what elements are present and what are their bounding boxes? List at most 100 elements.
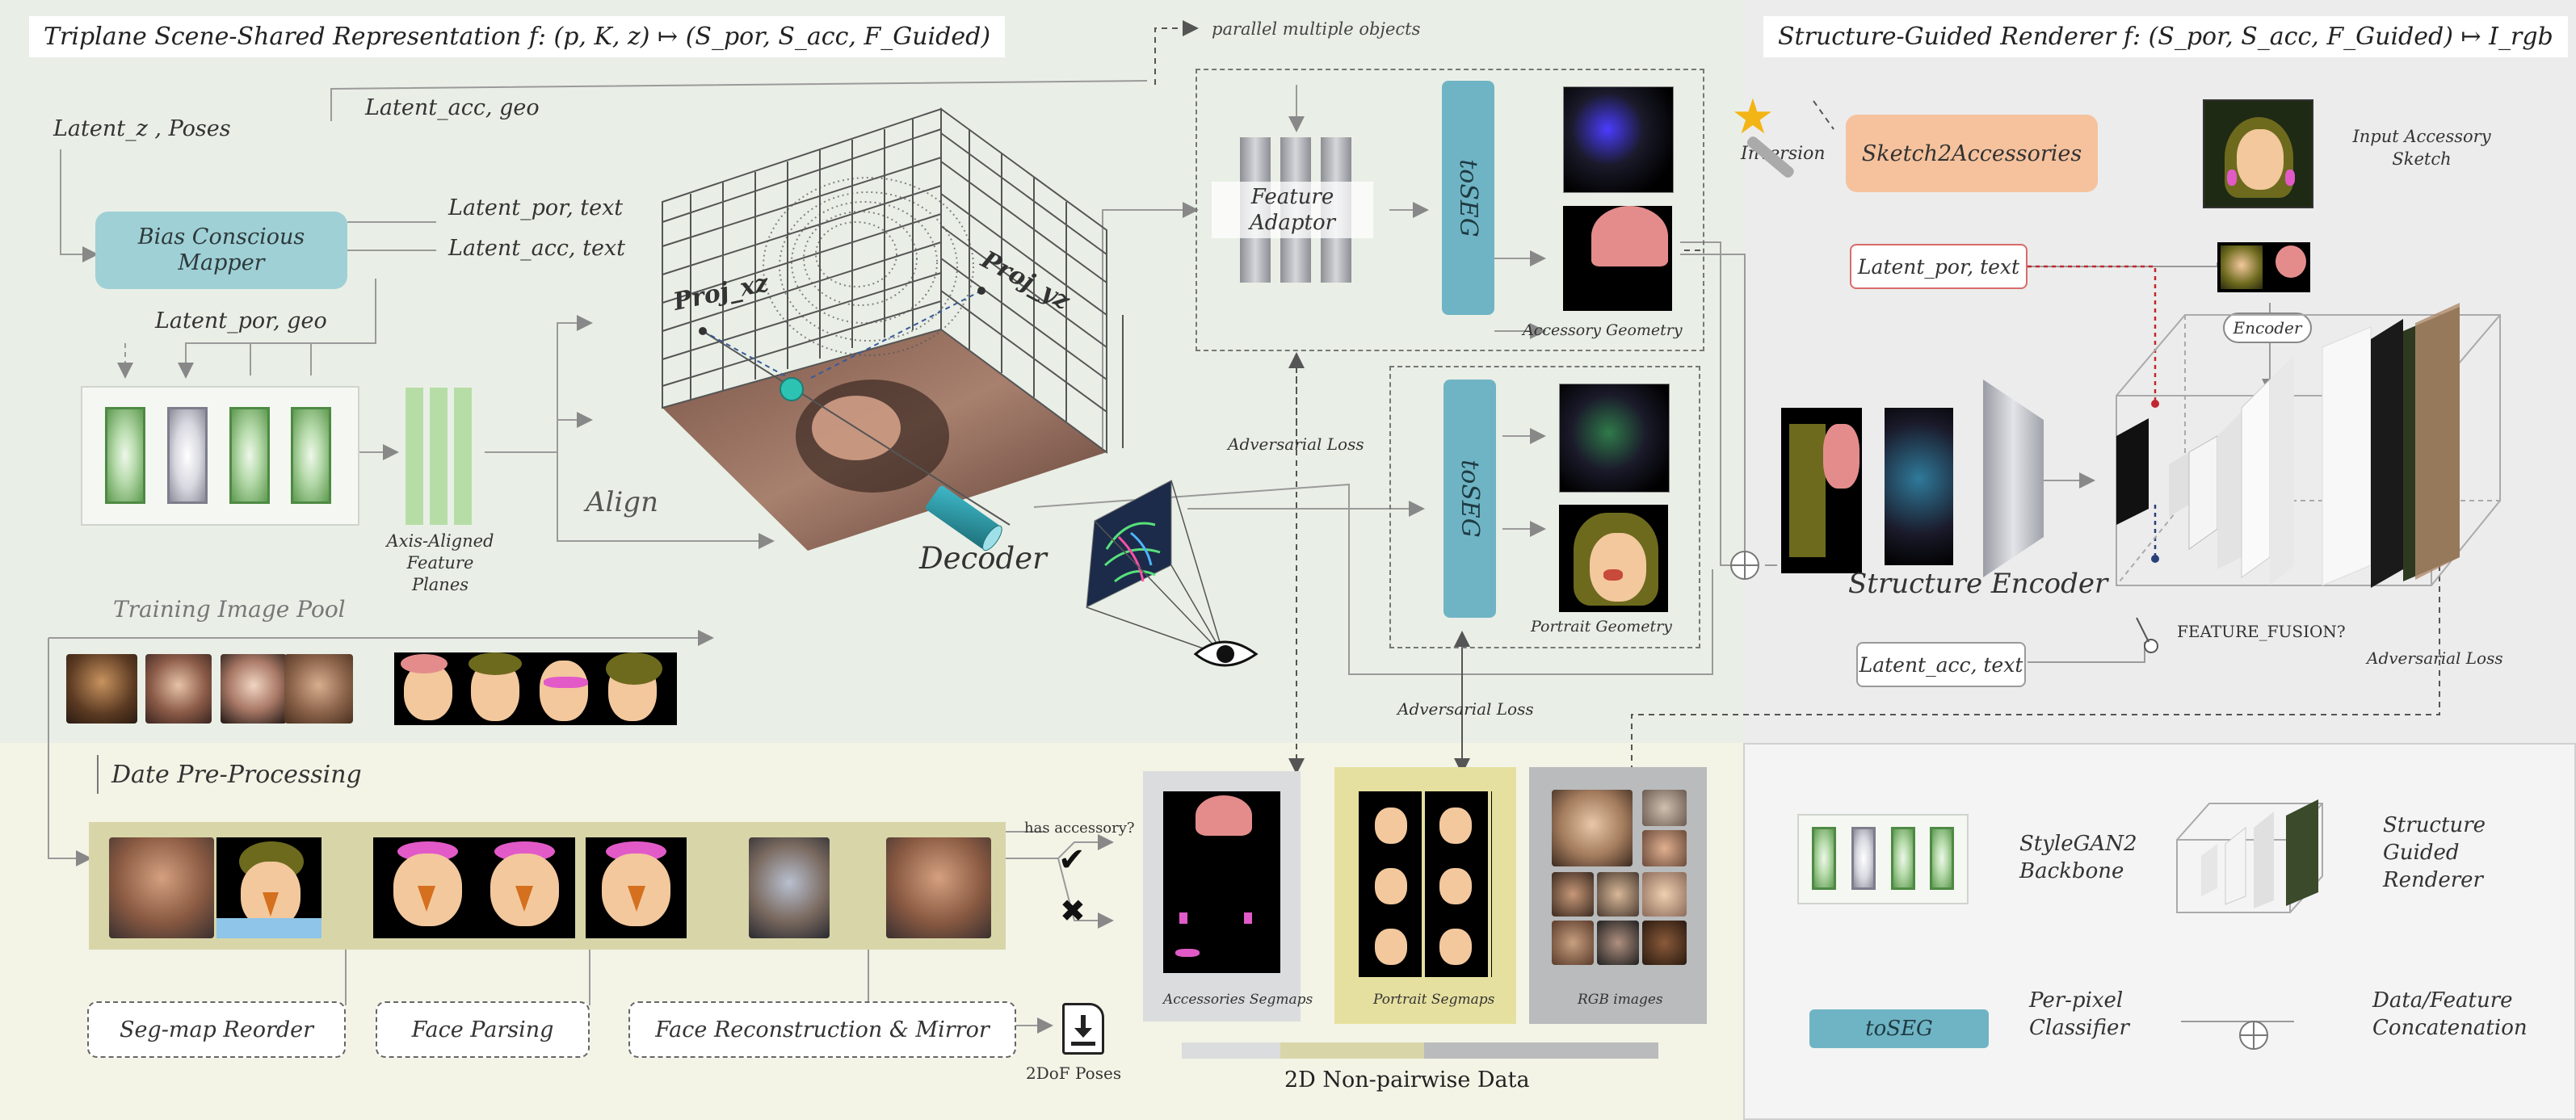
accessory-feature-map — [1563, 86, 1674, 193]
preproc-photo-2 — [749, 837, 830, 938]
adversarial-loss-2: Adversarial Loss — [1397, 699, 1534, 719]
portrait-label: Portrait Segmaps — [1373, 992, 1495, 1008]
toseg-bottom: toSEG — [1443, 380, 1496, 618]
latent-z-poses: Latent_z , Poses — [53, 116, 231, 141]
point-cloud — [763, 177, 974, 356]
legend-toseg-icon: toSEG — [1809, 1009, 1989, 1048]
accessory-seg-map — [1563, 206, 1672, 311]
preproc-seg-3 — [586, 837, 687, 938]
accessory-branch-box — [1196, 69, 1704, 351]
has-accessory-label: has accessory? — [1024, 820, 1135, 837]
plane-1 — [406, 388, 423, 525]
style-tile-2 — [167, 407, 208, 504]
encoder-input-seg-2 — [1885, 408, 1953, 565]
preproc-seg-2 — [373, 837, 575, 938]
download-icon — [1062, 1003, 1104, 1055]
latent-por-text: Latent_por, text — [448, 195, 624, 220]
input-sketch-image — [2203, 99, 2313, 208]
renderer-latent-acc-text: Latent_acc, text — [1859, 652, 2023, 677]
sketch2acc-box[interactable]: Sketch2Accessories — [1846, 115, 2098, 192]
fusion-point-red — [2151, 400, 2159, 408]
cross-icon: ✖ — [1060, 893, 1086, 929]
encoder-input-seg-1 — [1781, 408, 1862, 573]
legend-concat-label: Data/Feature Concatenation — [2372, 988, 2528, 1040]
nonpairwise-label: 2D Non-pairwise Data — [1284, 1068, 1530, 1093]
preproc-photo-3 — [886, 837, 991, 938]
face-recon-label: Face Reconstruction & Mirror — [655, 1017, 990, 1042]
magic-wand-icon: ★ — [1708, 85, 1796, 180]
decoder-label: Decoder — [919, 541, 1047, 576]
legend-stylegan-label: StyleGAN2 Backbone — [2019, 832, 2137, 883]
face-parsing-box: Face Parsing — [376, 1001, 590, 1058]
preproc-title: Date Pre-Processing — [111, 760, 362, 789]
pool-photo-4 — [284, 654, 353, 724]
seg-reorder-box: Seg-map Reorder — [87, 1001, 346, 1058]
latent-acc-text: Latent_acc, text — [448, 236, 626, 261]
portrait-feature-map — [1559, 384, 1670, 493]
legend-per-pixel-label: Per-pixel Classifier — [2029, 988, 2129, 1040]
plane-3 — [454, 388, 472, 525]
portrait-panel — [1334, 767, 1516, 1024]
encoder-chip: Encoder — [2223, 313, 2312, 343]
adversarial-loss-3: Adversarial Loss — [2367, 648, 2503, 668]
latent-acc-geo: Latent_acc, geo — [365, 95, 540, 120]
preproc-photo-1 — [109, 837, 214, 938]
legend-sgr-label: Structure Guided Renderer — [2383, 813, 2486, 892]
input-sketch-label: Input Accessory Sketch — [2352, 127, 2491, 169]
pool-photo-3 — [221, 654, 287, 724]
accessories-panel — [1143, 771, 1301, 1021]
stylegan-backbone — [81, 386, 359, 526]
bias-mapper-box: Bias Conscious Mapper — [95, 212, 347, 289]
pool-bar-grey-2 — [1424, 1042, 1658, 1059]
bias-mapper-label: Bias Conscious Mapper — [137, 224, 305, 275]
preproc-title-box: Date Pre-Processing — [97, 755, 517, 794]
structure-encoder-label: Structure Encoder — [1848, 568, 2108, 600]
grid-walls — [662, 107, 1107, 454]
sample-point — [780, 377, 804, 401]
pool-bar-grey-1 — [1182, 1042, 1280, 1059]
style-tile-3 — [229, 407, 270, 504]
renderer-title: Structure-Guided Renderer f: (S_por, S_a… — [1763, 16, 2568, 57]
renderer-latent-por-text: Latent_por, text — [1857, 254, 2020, 279]
latent-por-text-box: Latent_por, text — [1850, 244, 2028, 289]
dof-poses-label: 2DoF Poses — [1026, 1063, 1122, 1083]
pool-photo-1 — [66, 654, 137, 724]
feature-adaptor-label-box: Feature Adaptor — [1212, 182, 1373, 238]
triplane-title: Triplane Scene-Shared Representation f: … — [29, 16, 1006, 57]
eye-icon — [1193, 640, 1259, 667]
legend-stylegan-icon — [1797, 814, 1969, 904]
axis-aligned-label: Axis-Aligned Feature Planes — [386, 531, 494, 594]
face-recon-box: Face Reconstruction & Mirror — [628, 1001, 1016, 1058]
adversarial-loss-1: Adversarial Loss — [1228, 434, 1364, 454]
latent-por-geo: Latent_por, geo — [155, 308, 327, 333]
portrait-geometry-label: Portrait Geometry — [1531, 618, 1672, 636]
training-pool-label: Training Image Pool — [113, 596, 346, 623]
plane-2 — [430, 388, 448, 525]
toseg-top: toSEG — [1442, 81, 1494, 315]
feature-adaptor-label: Feature Adaptor — [1249, 185, 1336, 235]
camera-cylinder — [925, 485, 1002, 552]
sketch2acc-label: Sketch2Accessories — [1861, 141, 2082, 166]
rgb-panel — [1529, 767, 1707, 1024]
face-parsing-label: Face Parsing — [411, 1017, 554, 1042]
parallel-objects-label: parallel multiple objects — [1212, 19, 1421, 39]
rgb-label: RGB images — [1578, 992, 1663, 1008]
portrait-seg-map — [1559, 505, 1668, 612]
preproc-seg-1 — [216, 837, 321, 938]
style-tile-4 — [291, 407, 331, 504]
accessories-label: Accessories Segmaps — [1163, 992, 1313, 1008]
encoder-input-pair — [2217, 242, 2310, 292]
legend-region — [1743, 743, 2576, 1120]
seg-reorder-label: Seg-map Reorder — [119, 1017, 314, 1042]
accessory-geometry-label: Accessory Geometry — [1523, 321, 1683, 339]
encoder-label: Encoder — [2233, 318, 2302, 338]
portrait-branch-box — [1389, 366, 1700, 648]
pool-photo-2 — [145, 654, 212, 724]
feature-fusion-label: FEATURE_FUSION? — [2177, 622, 2346, 641]
